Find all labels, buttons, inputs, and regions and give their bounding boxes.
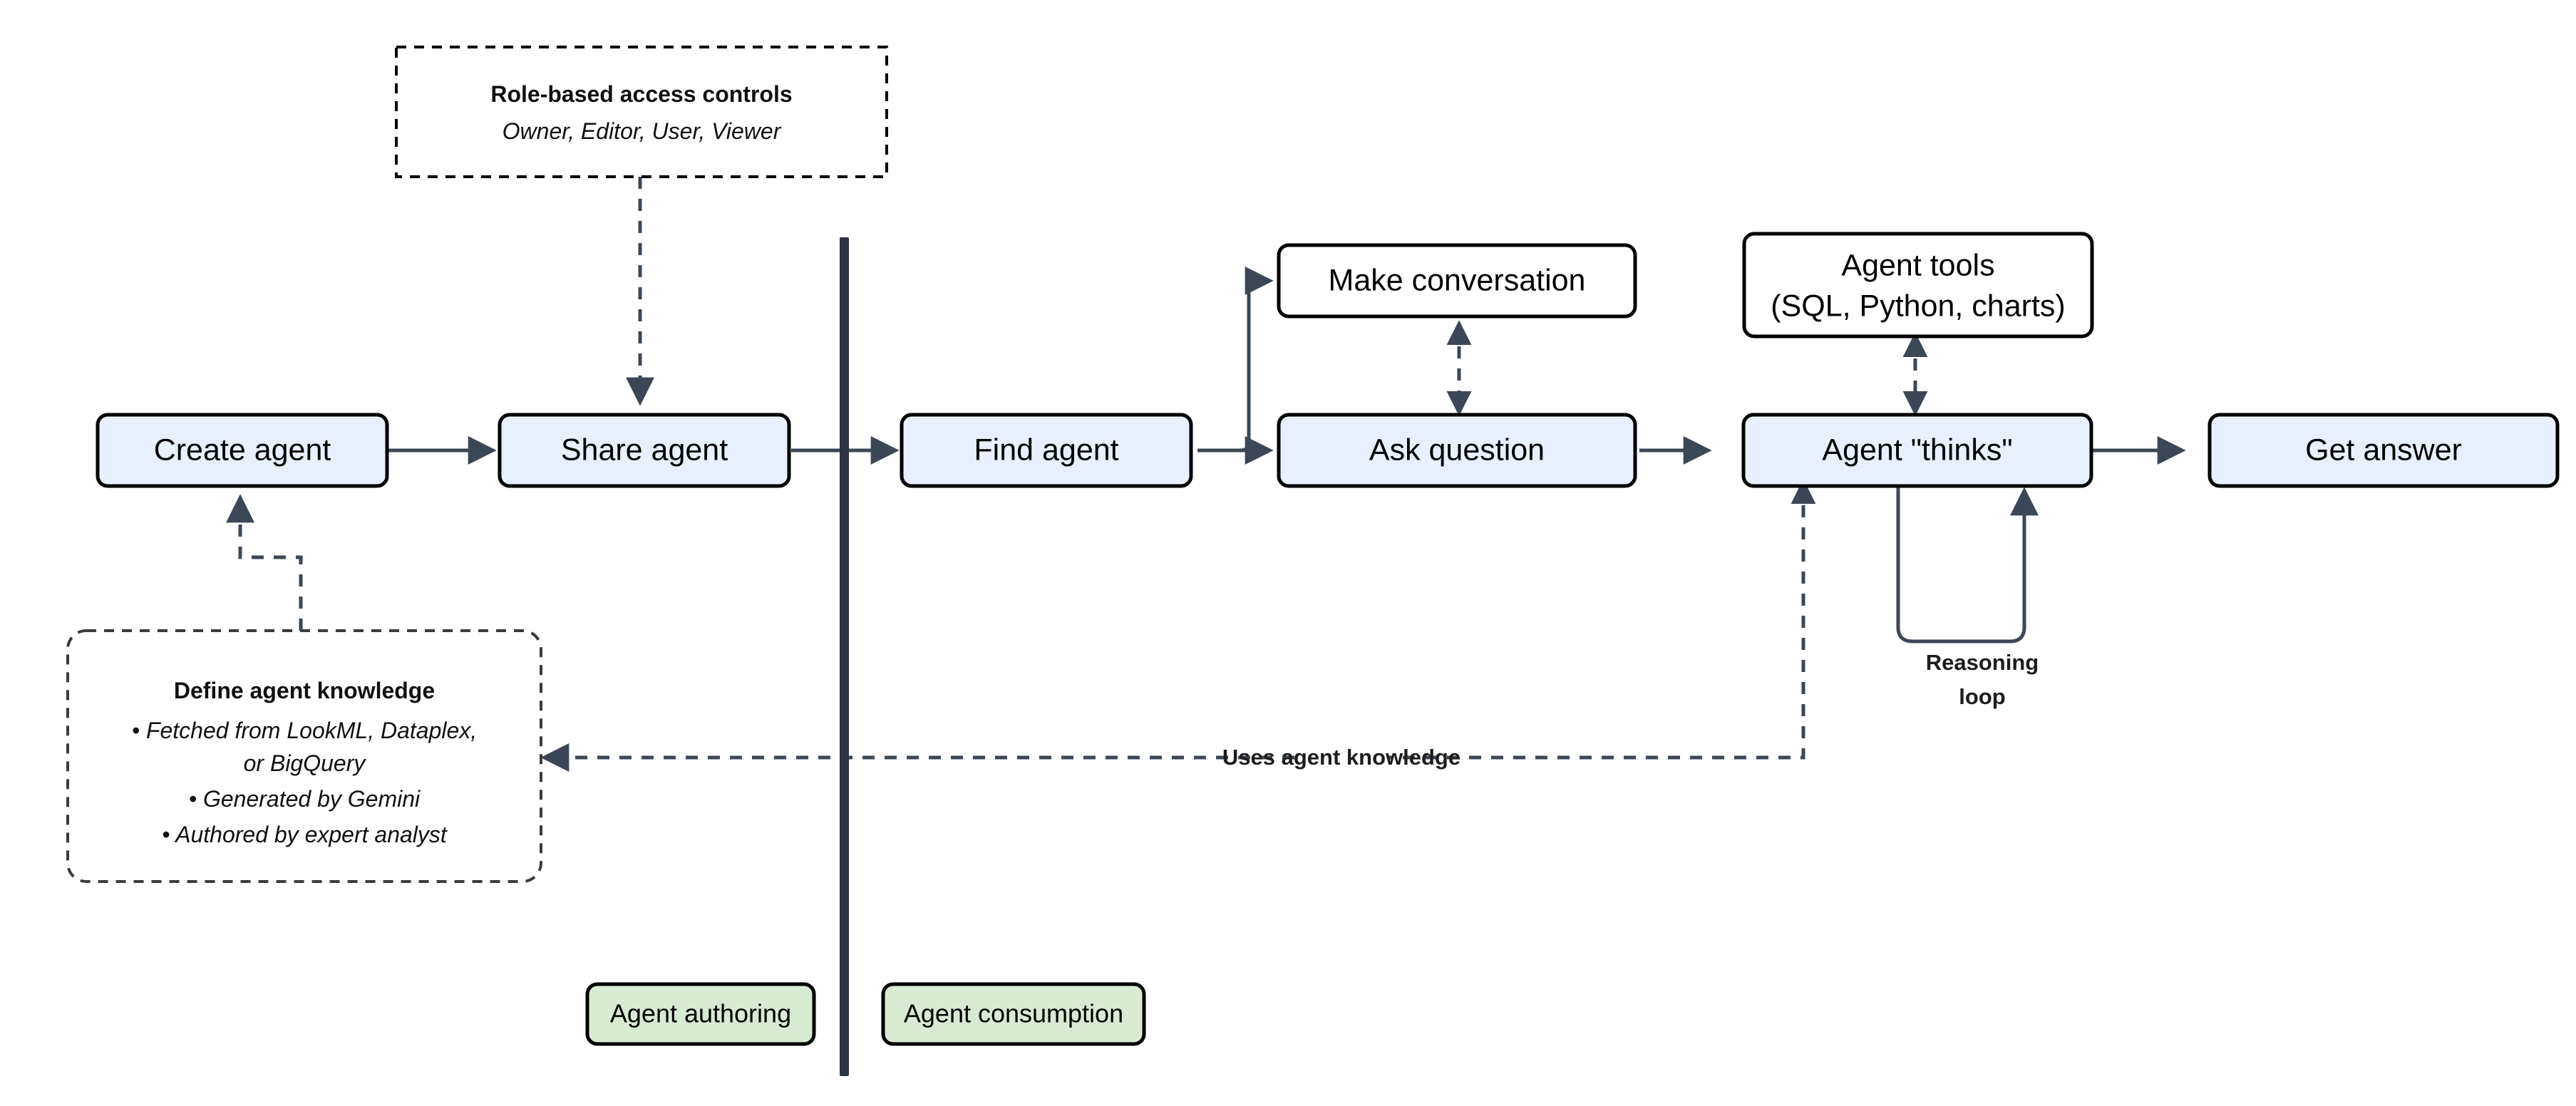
node-get-answer[interactable]: Get answer	[2207, 413, 2560, 488]
node-create-agent[interactable]: Create agent	[96, 413, 389, 488]
edge-uses-agent-knowledge: Uses agent knowledge	[540, 479, 1816, 772]
knowledge-note-bullet-1: or BigQuery	[244, 750, 367, 776]
ask-question-label: Ask question	[1369, 433, 1545, 467]
knowledge-note-title: Define agent knowledge	[174, 678, 435, 703]
node-agent-thinks[interactable]: Agent "thinks"	[1741, 413, 2093, 488]
node-share-agent[interactable]: Share agent	[498, 413, 791, 488]
note-define-agent-knowledge: Define agent knowledge • Fetched from Lo…	[66, 629, 542, 883]
edge-knowledge-to-create-agent	[226, 494, 303, 631]
section-divider	[840, 237, 849, 1076]
rbac-note-subtitle: Owner, Editor, User, Viewer	[503, 118, 782, 144]
node-find-agent[interactable]: Find agent	[900, 413, 1193, 488]
note-role-based-access-controls: Role-based access controls Owner, Editor…	[395, 46, 888, 178]
share-agent-label: Share agent	[561, 433, 728, 467]
knowledge-note-bullet-3: • Authored by expert analyst	[162, 822, 448, 847]
uses-agent-knowledge-label: Uses agent knowledge	[1222, 745, 1460, 770]
node-make-conversation[interactable]: Make conversation	[1277, 243, 1637, 319]
knowledge-note-bullet-2: • Generated by Gemini	[189, 786, 421, 812]
make-conversation-label: Make conversation	[1329, 263, 1586, 297]
create-agent-label: Create agent	[154, 433, 331, 467]
reasoning-loop-label-line2: loop	[1959, 684, 2005, 709]
knowledge-note-bullet-0: • Fetched from LookML, Dataplex,	[132, 718, 477, 743]
agent-tools-label-line2: (SQL, Python, charts)	[1771, 289, 2065, 323]
agent-thinks-label: Agent "thinks"	[1822, 433, 2012, 467]
rbac-note-title: Role-based access controls	[490, 81, 792, 107]
legend-consumption-label: Agent consumption	[904, 999, 1123, 1028]
edge-reasoning-loop: Reasoning loop	[1896, 483, 2039, 709]
legend-agent-consumption[interactable]: Agent consumption	[881, 982, 1146, 1046]
get-answer-label: Get answer	[2305, 433, 2462, 467]
reasoning-loop-label-line1: Reasoning	[1926, 650, 2039, 675]
legend-authoring-label: Agent authoring	[610, 999, 791, 1028]
edge-find-to-make-conversation	[1212, 267, 1274, 453]
agent-tools-label-line1: Agent tools	[1841, 248, 1994, 282]
find-agent-label: Find agent	[974, 433, 1118, 467]
node-agent-tools[interactable]: Agent tools (SQL, Python, charts)	[1742, 232, 2094, 338]
node-ask-question[interactable]: Ask question	[1277, 413, 1637, 488]
legend-agent-authoring[interactable]: Agent authoring	[585, 982, 816, 1046]
